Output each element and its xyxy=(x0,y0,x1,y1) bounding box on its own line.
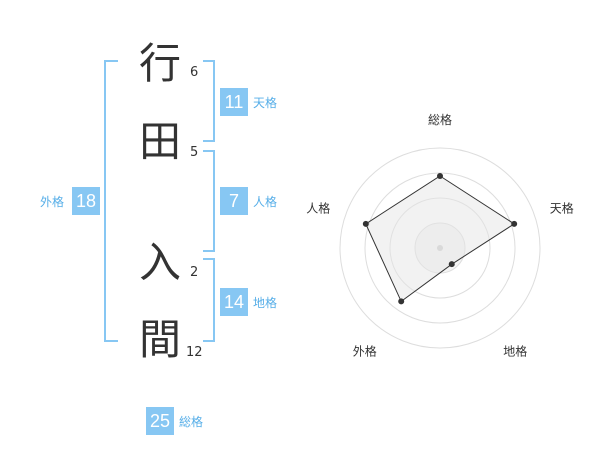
radar-point-3 xyxy=(398,298,405,305)
name-char-3: 入 xyxy=(139,238,182,287)
radar-axis-label-0: 総格 xyxy=(428,112,452,127)
soukaku-label: 総格 xyxy=(179,415,204,429)
chikaku-value-box: 14 xyxy=(220,288,248,316)
radar-series-area xyxy=(365,175,516,303)
gaikaku-label: 外格 xyxy=(40,195,65,209)
radar-point-1 xyxy=(511,220,518,227)
chikaku-bracket xyxy=(203,258,215,342)
name-char-4: 間 xyxy=(139,315,182,364)
radar-point-0 xyxy=(437,173,443,179)
gaikaku-bracket xyxy=(104,60,118,342)
radar-point-2 xyxy=(448,261,455,268)
jinkaku-bracket xyxy=(203,150,215,252)
tenkaku-bracket xyxy=(203,60,215,142)
tenkaku-value-box: 11 xyxy=(220,88,248,116)
radar-points xyxy=(362,173,518,305)
stroke-count-4: 12 xyxy=(186,345,203,360)
stroke-count-2: 5 xyxy=(190,145,199,160)
jinkaku-label: 人格 xyxy=(253,195,278,209)
radar-axis-label-1: 天格 xyxy=(550,200,574,215)
stroke-count-3: 2 xyxy=(190,265,199,280)
gaikaku-value-box: 18 xyxy=(72,187,100,215)
name-char-1: 行 xyxy=(139,39,182,88)
radar-axis-label-2: 地格 xyxy=(503,344,527,359)
radar-axis-label-3: 外格 xyxy=(353,344,377,359)
stroke-count-1: 6 xyxy=(190,65,199,80)
name-char-2: 田 xyxy=(139,117,182,166)
tenkaku-label: 天格 xyxy=(253,96,278,110)
soukaku-value-box: 25 xyxy=(146,407,174,435)
radar-axis-label-4: 人格 xyxy=(306,200,330,215)
radar-point-4 xyxy=(362,220,369,227)
jinkaku-value-box: 7 xyxy=(220,187,248,215)
chikaku-label: 地格 xyxy=(253,296,278,310)
